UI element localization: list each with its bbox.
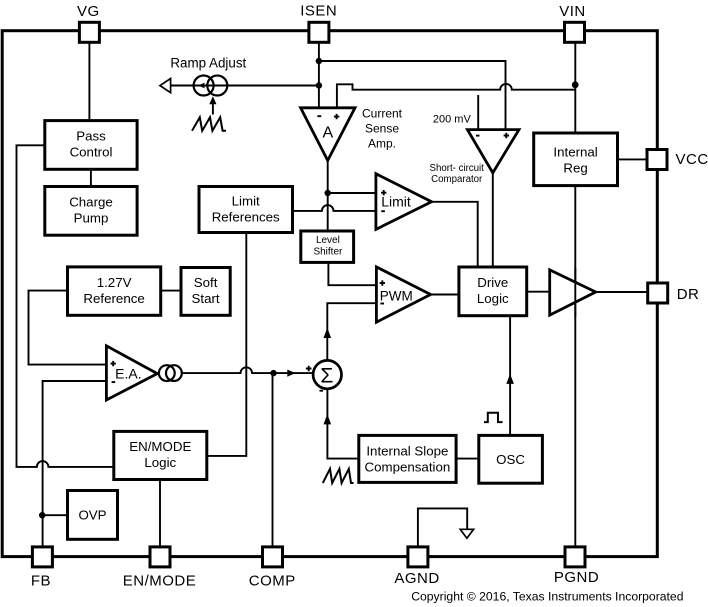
svg-text:Compensation: Compensation: [365, 459, 451, 474]
svg-text:PGND: PGND: [554, 569, 599, 586]
svg-text:OVP: OVP: [78, 508, 106, 523]
svg-text:EN/MODE: EN/MODE: [129, 439, 191, 454]
svg-text:Charge: Charge: [69, 195, 113, 210]
svg-text:1.27V: 1.27V: [97, 275, 132, 290]
svg-text:Drive: Drive: [477, 275, 508, 290]
svg-text:Copyright © 2016, Texas Instru: Copyright © 2016, Texas Instruments Inco…: [411, 590, 683, 604]
svg-text:OSC: OSC: [496, 452, 525, 467]
svg-text:Pass: Pass: [76, 129, 106, 144]
svg-text:VIN: VIN: [559, 3, 586, 20]
svg-text:200 mV: 200 mV: [433, 114, 472, 126]
svg-text:A: A: [322, 125, 333, 142]
svg-text:FB: FB: [31, 573, 51, 590]
svg-text:Amp.: Amp.: [368, 137, 396, 151]
svg-text:Ramp Adjust: Ramp Adjust: [170, 56, 246, 71]
svg-text:EN/MODE: EN/MODE: [123, 573, 197, 590]
svg-text:Reg: Reg: [563, 161, 587, 176]
svg-text:Shifter: Shifter: [313, 247, 343, 258]
svg-text:Internal: Internal: [553, 145, 597, 160]
svg-text:VG: VG: [77, 3, 100, 20]
svg-text:Comparator: Comparator: [431, 174, 483, 185]
svg-text:VCC: VCC: [676, 151, 708, 168]
svg-text:Start: Start: [192, 291, 220, 306]
svg-text:E.A.: E.A.: [115, 366, 141, 382]
svg-text:COMP: COMP: [249, 573, 296, 590]
svg-text:Limit: Limit: [232, 194, 260, 209]
svg-text:Logic: Logic: [144, 455, 176, 470]
svg-text:Current: Current: [362, 107, 403, 121]
svg-text:Σ: Σ: [320, 365, 333, 388]
svg-text:Reference: Reference: [83, 291, 144, 306]
svg-text:Control: Control: [70, 145, 113, 160]
svg-text:Limit: Limit: [381, 193, 411, 209]
svg-text:Short- circuit: Short- circuit: [430, 163, 485, 174]
svg-text:Sense: Sense: [365, 122, 399, 136]
svg-text:AGND: AGND: [394, 570, 439, 587]
svg-text:Level: Level: [316, 235, 340, 246]
svg-text:Logic: Logic: [477, 291, 509, 306]
svg-text:Soft: Soft: [194, 275, 218, 290]
svg-text:Internal Slope: Internal Slope: [366, 444, 448, 459]
svg-text:References: References: [212, 210, 280, 225]
svg-text:DR: DR: [677, 286, 700, 303]
svg-text:Pump: Pump: [74, 211, 109, 226]
svg-text:PWM: PWM: [380, 288, 413, 303]
svg-text:ISEN: ISEN: [300, 3, 337, 20]
